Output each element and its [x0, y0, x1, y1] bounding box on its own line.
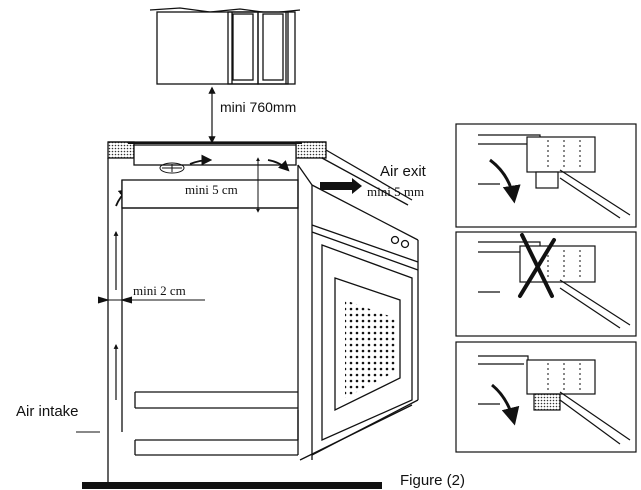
- label-air-exit: Air exit: [380, 163, 427, 180]
- detail-panel-correct-1: [455, 123, 637, 228]
- label-air-intake: Air intake: [16, 403, 79, 420]
- figure-caption: Figure (2): [400, 472, 465, 489]
- kitchen-cabinet: [107, 158, 419, 485]
- label-mini-2cm: mini 2 cm: [133, 283, 186, 298]
- x-mark-icon: [518, 233, 556, 298]
- fan-icon: [159, 162, 185, 174]
- dimension-2cm: [97, 296, 205, 304]
- detail-panel-correct-2: [455, 341, 637, 453]
- label-mini-5cm: mini 5 cm: [185, 182, 238, 197]
- worktop: [107, 141, 413, 206]
- arrow-icon: [320, 178, 362, 194]
- oven-window: [334, 277, 401, 412]
- wall-cabinet: [149, 7, 301, 85]
- label-mini-760mm: mini 760mm: [220, 99, 296, 115]
- label-mini-5mm: mini 5 mm: [367, 184, 424, 199]
- floor: [82, 482, 382, 489]
